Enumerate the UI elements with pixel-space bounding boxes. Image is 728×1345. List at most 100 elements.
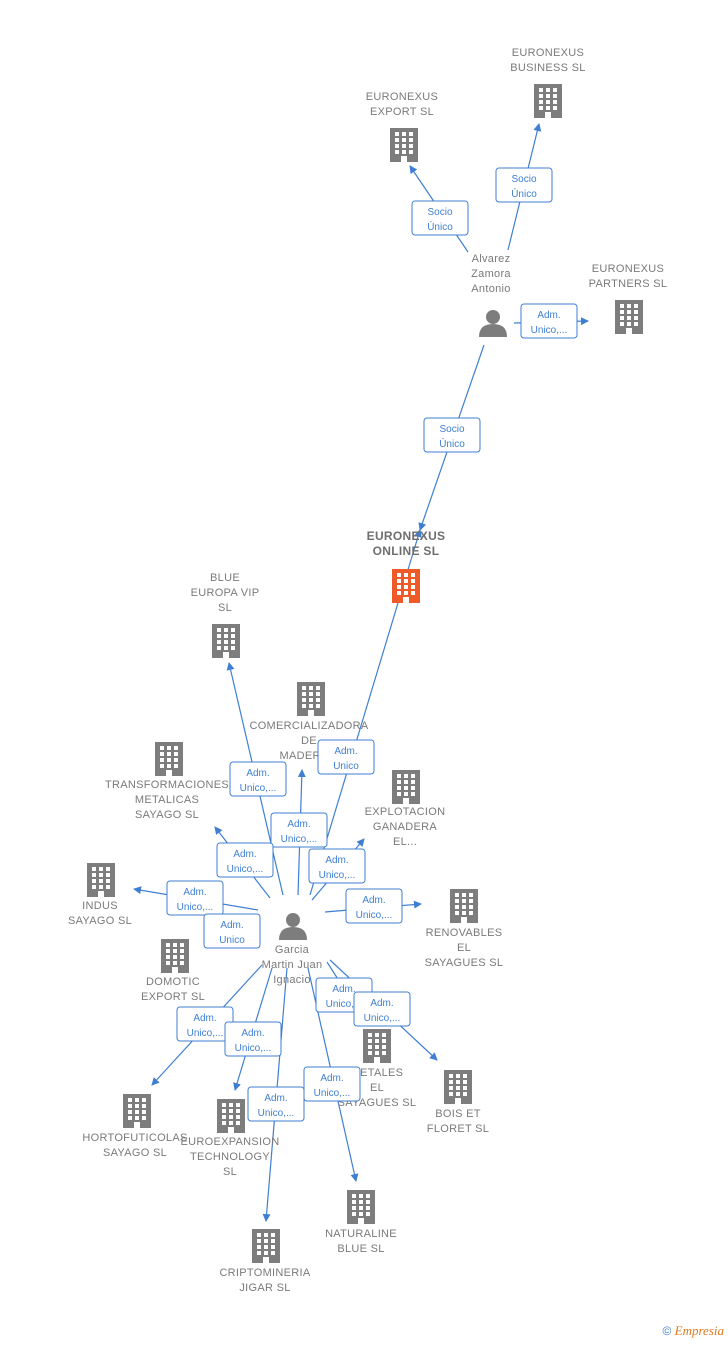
node-label[interactable]: NATURALINE BLUE SL [325, 1228, 397, 1255]
person-icon[interactable] [279, 913, 307, 940]
node-label-line: INDUS [82, 900, 118, 912]
building-icon[interactable] [534, 84, 562, 118]
edge-label-line: Unico,... [235, 1043, 272, 1054]
node-naturaline[interactable]: NATURALINE BLUE SL [325, 1190, 397, 1255]
edge-label: Adm.Unico,... [240, 768, 277, 794]
building-icon[interactable] [450, 889, 478, 923]
building-icon[interactable] [212, 624, 240, 658]
edge-label-box[interactable]: Adm.Unico,... [229, 761, 287, 797]
edge-label-line: Único [439, 437, 465, 450]
node-criptomineria[interactable]: CRIPTOMINERIA JIGAR SL [219, 1229, 311, 1294]
building-icon[interactable] [252, 1229, 280, 1263]
edge-label-box[interactable]: Adm.Unico,... [166, 880, 224, 916]
edge-label-line: Adm. [537, 310, 560, 321]
person-icon[interactable] [479, 310, 507, 337]
building-icon[interactable] [217, 1099, 245, 1133]
edge-label-box[interactable]: Adm.Unico [203, 913, 261, 949]
building-icon[interactable] [390, 128, 418, 162]
node-label-line: BOIS ET [435, 1108, 481, 1120]
building-icon[interactable] [155, 742, 183, 776]
edge-label: Adm.Unico,... [187, 1013, 224, 1039]
edge-label-line: Unico,... [531, 325, 568, 336]
building-icon[interactable] [297, 682, 325, 716]
edge-label-box[interactable]: Adm.Unico,... [270, 812, 328, 848]
node-label-line: JIGAR SL [239, 1282, 290, 1294]
node-label-line: TRANSFORMACIONES [105, 779, 229, 791]
node-label-line: DOMOTIC [146, 976, 200, 988]
brand-logo[interactable]: Empresia [674, 1323, 724, 1338]
node-label-line: CRIPTOMINERIA [219, 1267, 310, 1279]
node-label-line: BLUE SL [337, 1243, 384, 1255]
edge-label-box[interactable]: Adm.Unico,... [216, 842, 274, 878]
node-label-line: SL [223, 1166, 237, 1178]
edge-label-box[interactable]: Adm.Unico,... [353, 991, 411, 1027]
building-icon[interactable] [347, 1190, 375, 1224]
building-icon[interactable] [363, 1029, 391, 1063]
edge-label: Adm.Unico,... [356, 895, 393, 921]
building-icon[interactable] [161, 939, 189, 973]
edge-label-line: Adm. [264, 1093, 287, 1104]
node-label-line: Alvarez [472, 253, 511, 265]
node-label[interactable]: CRIPTOMINERIA JIGAR SL [219, 1267, 310, 1294]
node-label-line: EL [370, 1082, 384, 1094]
node-label-line: METALICAS [135, 794, 199, 806]
edges-layer [133, 123, 589, 1222]
node-label-line: DE [301, 735, 317, 747]
building-icon[interactable] [87, 863, 115, 897]
edge-label-box[interactable]: Adm.Unico [317, 739, 375, 775]
edge-label-box[interactable]: Adm.Unico,... [345, 888, 403, 924]
edge-label-line: Socio [439, 424, 464, 435]
building-icon[interactable] [444, 1070, 472, 1104]
edge-label-box[interactable]: Adm. Unico,... [224, 1021, 282, 1057]
node-label-line: NATURALINE [325, 1228, 397, 1240]
edge-label-line: Unico,... [326, 999, 363, 1010]
building-icon[interactable] [392, 770, 420, 804]
edge-label-box[interactable]: Adm.Unico,... [303, 1066, 361, 1102]
edge-label-box[interactable]: Adm.Unico,... [247, 1086, 305, 1122]
edge-label-box[interactable]: Adm. Unico,... [520, 303, 578, 339]
edge-label-line: Adm. [241, 1028, 264, 1039]
building-icon[interactable] [615, 300, 643, 334]
node-label-line: EURONEXUS [367, 529, 446, 543]
building-icon[interactable] [392, 569, 420, 603]
building-icon[interactable] [123, 1094, 151, 1128]
edge-label-line: Adm. [246, 768, 269, 779]
edge-label-box[interactable]: Adm.Unico,... [308, 848, 366, 884]
edge-label: Adm. Unico,... [235, 1028, 272, 1054]
